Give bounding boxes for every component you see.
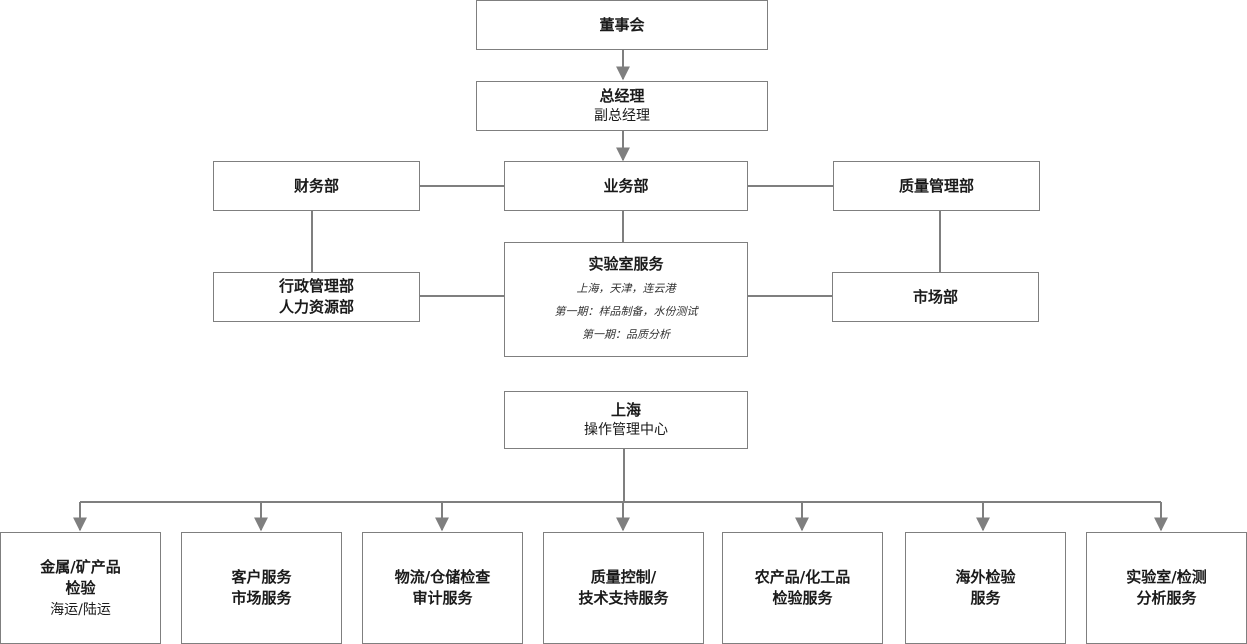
business-label: 业务部: [603, 176, 649, 195]
node-business: 业务部: [504, 161, 748, 211]
service-5-line1: 农产品/化工品: [754, 568, 851, 586]
service-box-lab-testing: 实验室/检测 分析服务: [1086, 532, 1247, 644]
service-5-line2: 检验服务: [772, 589, 833, 607]
node-market: 市场部: [832, 272, 1039, 322]
lab-detail-3: 第一期：品质分析: [582, 327, 670, 341]
node-board: 董事会: [476, 0, 768, 50]
board-label: 董事会: [599, 15, 645, 34]
service-1-line2: 检验: [65, 578, 96, 597]
service-1-sub: 海运/陆运: [50, 601, 111, 618]
node-admin-hr: 行政管理部 人力资源部: [213, 272, 420, 322]
quality-label: 质量管理部: [898, 176, 974, 195]
lab-title: 实验室服务: [588, 254, 664, 273]
service-box-metals: 金属/矿产品 检验 海运/陆运: [0, 532, 161, 644]
ops-subtitle: 操作管理中心: [584, 422, 668, 438]
service-2-line2: 市场服务: [231, 589, 292, 607]
ops-title: 上海: [610, 401, 641, 419]
node-general-manager: 总经理 副总经理: [476, 81, 768, 131]
service-4-line1: 质量控制/: [590, 568, 657, 586]
service-box-quality-control: 质量控制/ 技术支持服务: [543, 532, 704, 644]
market-label: 市场部: [912, 287, 958, 306]
service-1-line1: 金属/矿产品: [40, 557, 121, 576]
service-7-line2: 分析服务: [1136, 589, 1197, 607]
finance-label: 财务部: [293, 176, 339, 195]
gm-title: 总经理: [599, 87, 645, 105]
gm-subtitle: 副总经理: [594, 108, 650, 124]
service-6-line2: 服务: [970, 589, 1001, 607]
admin-line1: 行政管理部: [278, 277, 354, 295]
service-4-line2: 技术支持服务: [578, 589, 669, 607]
service-box-agri-chem: 农产品/化工品 检验服务: [722, 532, 883, 644]
service-7-line1: 实验室/检测: [1126, 568, 1207, 586]
service-box-overseas: 海外检验 服务: [905, 532, 1066, 644]
service-box-logistics: 物流/仓储检查 审计服务: [362, 532, 523, 644]
node-finance: 财务部: [213, 161, 420, 211]
lab-detail-1: 上海，天津，连云港: [576, 281, 676, 295]
service-box-customer: 客户服务 市场服务: [181, 532, 342, 644]
service-2-line1: 客户服务: [231, 568, 292, 586]
node-quality: 质量管理部: [833, 161, 1040, 211]
service-3-line1: 物流/仓储检查: [394, 568, 491, 586]
service-6-line1: 海外检验: [955, 568, 1016, 586]
node-lab-services: 实验室服务 上海，天津，连云港 第一期：样品制备，水份测试 第一期：品质分析: [504, 242, 748, 357]
lab-detail-2: 第一期：样品制备，水份测试: [554, 304, 698, 318]
admin-line2: 人力资源部: [278, 298, 354, 316]
service-3-line2: 审计服务: [412, 589, 473, 607]
node-operations-center: 上海 操作管理中心: [504, 391, 748, 449]
